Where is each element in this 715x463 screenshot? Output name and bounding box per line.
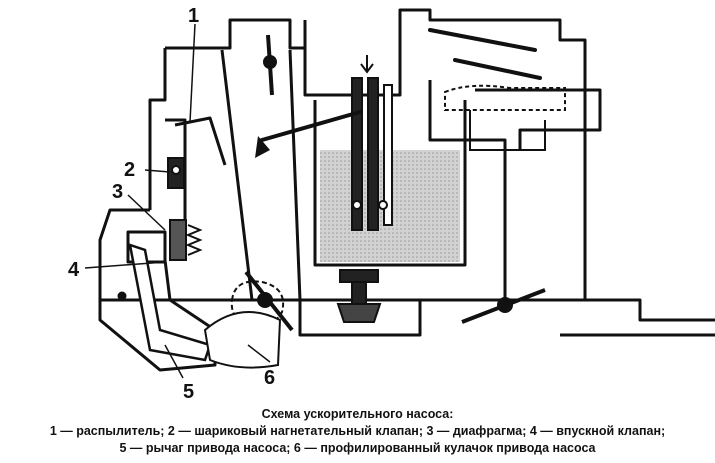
caption-line-1: 1 — распылитель; 2 — шариковый нагнетате… — [49, 424, 666, 438]
throttle-valve-right — [461, 288, 546, 324]
pump-drive-cam — [203, 270, 294, 369]
arrow-down-icon — [360, 55, 374, 74]
pump-drive-lever — [128, 243, 212, 362]
callout-1-label: 1 — [188, 5, 199, 27]
caption-line-2: 5 — рычаг привода насоса; 6 — профилиров… — [119, 441, 596, 455]
main-jet-assembly — [336, 269, 382, 323]
callout-6-label: 6 — [264, 367, 275, 389]
callout-4-label: 4 — [68, 259, 80, 281]
lever-pivot — [117, 291, 127, 301]
callout-5-label: 5 — [183, 381, 194, 403]
check-valve-cone — [255, 136, 270, 158]
callout-2-label: 2 — [124, 159, 135, 181]
linkage-rods — [260, 28, 542, 142]
float-needle-assembly — [351, 77, 393, 231]
callout-3-label: 3 — [112, 181, 123, 203]
choke-valve — [263, 34, 277, 96]
figure-caption: Схема ускорительного насоса: 1 — распыли… — [0, 406, 715, 457]
caption-title: Схема ускорительного насоса: — [261, 407, 454, 421]
secondary-float — [444, 84, 566, 151]
pump-diaphragm — [169, 219, 203, 261]
ball-discharge-valve — [167, 157, 185, 189]
callout-leaders — [84, 23, 271, 379]
